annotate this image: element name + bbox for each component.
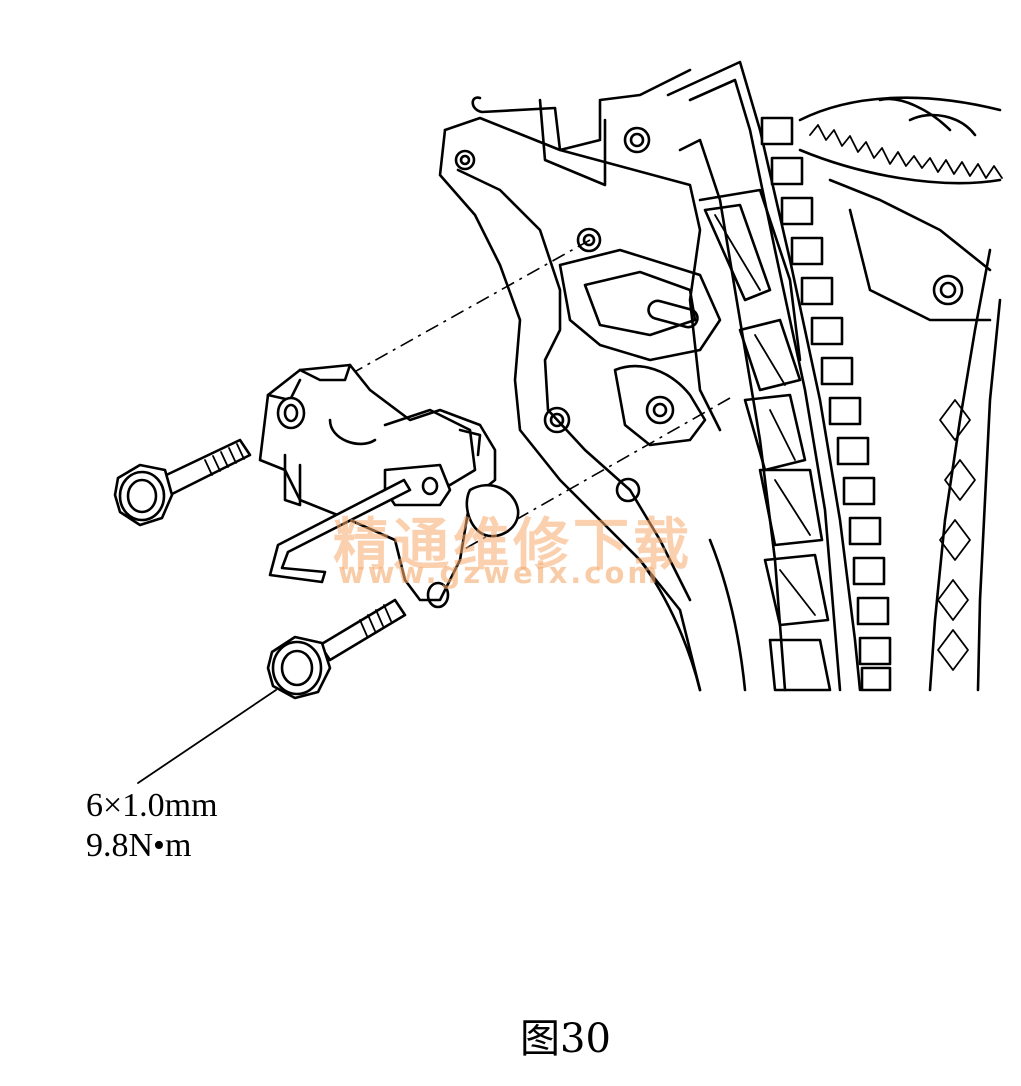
lower-flange-bolt	[266, 598, 407, 700]
watermark-site-name: 精通维修下载	[333, 513, 693, 578]
alignment-centerlines	[289, 239, 731, 581]
hex-key-pin	[268, 478, 412, 584]
watermark-url: www.gzweix.com	[338, 556, 661, 590]
bolt-size-spec: 6×1.0mm	[86, 787, 218, 824]
figure-caption: 图30	[520, 1016, 611, 1062]
upper-flange-bolt	[113, 438, 252, 527]
engine-lower-outline	[638, 538, 747, 692]
chain-guide-rail	[666, 60, 862, 692]
secondary-chain-guide	[928, 248, 1002, 692]
timing-chain	[760, 116, 892, 692]
torque-spec: 9.8N•m	[86, 827, 192, 864]
callout-leader	[137, 689, 277, 784]
cam-sprocket	[798, 96, 1003, 185]
